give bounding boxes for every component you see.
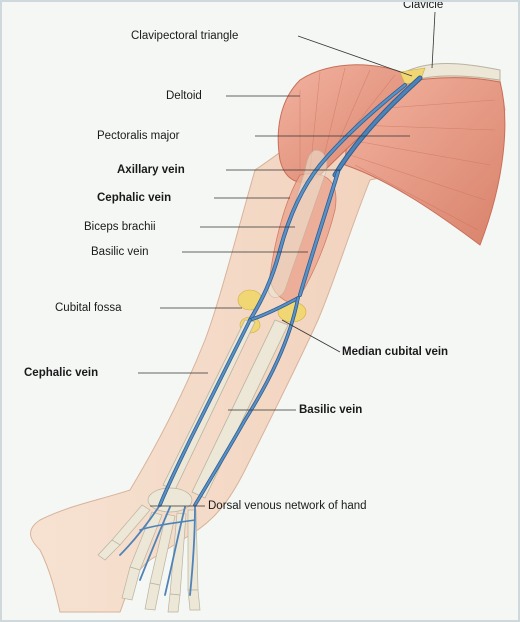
label-pectoralis-major: Pectoralis major [97,130,180,142]
label-dorsal-venous-network: Dorsal venous network of hand [208,500,367,512]
leader-lines [138,11,436,507]
label-cephalic-vein-upper: Cephalic vein [97,192,172,204]
vein-network [119,75,423,596]
label-clavicle: Clavicle [403,0,444,11]
label-basilic-vein-lower: Basilic vein [299,404,363,416]
label-biceps-brachii: Biceps brachii [84,221,156,233]
label-basilic-vein-upper: Basilic vein [91,246,149,258]
label-cubital-fossa: Cubital fossa [55,302,122,314]
label-cephalic-vein-lower: Cephalic vein [24,367,99,379]
label-axillary-vein: Axillary vein [117,164,185,176]
ulna-bone [191,319,289,499]
label-clavipectoral-triangle: Clavipectoral triangle [131,30,239,42]
label-deltoid: Deltoid [166,90,202,102]
label-median-cubital-vein: Median cubital vein [342,346,449,358]
pectoralis-major-muscle [344,77,506,246]
